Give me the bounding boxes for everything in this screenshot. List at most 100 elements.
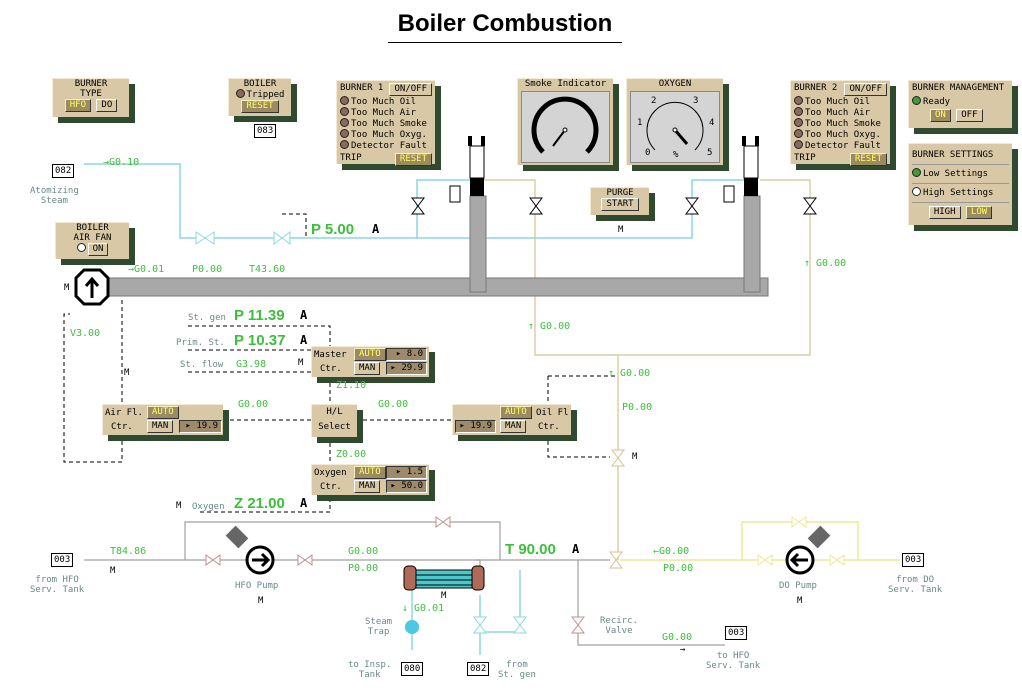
air-output[interactable]: ▸ 19.9: [179, 420, 222, 433]
alarm-led: [794, 129, 803, 138]
tick-3: 3: [693, 96, 699, 106]
alarm-led: [340, 118, 349, 127]
hfo-pressure: P0.00: [348, 563, 379, 574]
tag-082-atomizing[interactable]: 082: [52, 164, 75, 178]
hfo-button[interactable]: HFO: [64, 99, 91, 112]
oil-output[interactable]: ▸ 19.9: [455, 420, 496, 433]
purge-mode: M: [618, 225, 624, 235]
tick-4: 4: [709, 118, 715, 128]
alarm-led: [340, 96, 349, 105]
hfo-flow: G0.00: [348, 546, 379, 557]
prim-st-label: Prim. St.: [176, 338, 225, 348]
alarm-label: Too Much Oxyg.: [805, 130, 881, 140]
mgmt-off-button[interactable]: OFF: [956, 109, 983, 122]
burner-1-title: BURNER 1: [340, 83, 384, 93]
tag-080[interactable]: 080: [401, 662, 424, 676]
oxygen-output[interactable]: ▸ 50.0: [386, 480, 427, 493]
boiler-reset-button[interactable]: RESET: [241, 100, 279, 113]
insp-tank-label: to Insp.Tank: [348, 660, 391, 680]
air-fan-title-2: AIR FAN: [73, 233, 112, 243]
st-gen-src-1: from: [506, 660, 528, 670]
tag-082-st-gen[interactable]: 082: [467, 662, 490, 676]
do-button[interactable]: DO: [96, 99, 118, 112]
valves: [195, 197, 845, 634]
recirc-label-1: Recirc.: [600, 616, 638, 626]
low-button[interactable]: LOW: [965, 206, 993, 219]
hfo-src-2: Serv. Tank: [30, 585, 85, 595]
burner-2-onoff-button[interactable]: ON/OFF: [844, 83, 887, 96]
burner-1-panel: BURNER 1 ON/OFF Too Much Oil Too Much Ai…: [336, 80, 435, 166]
tag-003-recirc[interactable]: 003: [725, 626, 748, 640]
insp-label-1: to Insp.: [348, 660, 392, 670]
low-settings-label: Low Settings: [923, 169, 989, 179]
oxygen-man-button[interactable]: MAN: [354, 480, 381, 493]
tag-003-hfo-source[interactable]: 003: [51, 553, 74, 567]
burner-1-reset-button[interactable]: RESET: [394, 153, 432, 166]
oxygen-setpoint[interactable]: ▸ 1.5: [386, 466, 427, 479]
tripped-led: [235, 89, 245, 98]
oxygen-meas-mode: M: [176, 501, 182, 511]
burner-2-reset-button[interactable]: RESET: [849, 153, 887, 166]
oil-setpoint-signal: G0.00: [378, 399, 409, 410]
tag-083[interactable]: 083: [254, 124, 277, 138]
hl-select[interactable]: H/L Select: [311, 404, 357, 437]
oil-man-button[interactable]: MAN: [500, 420, 527, 433]
steam-mode: A: [372, 222, 380, 236]
high-button[interactable]: HIGH: [928, 206, 961, 219]
do-pump-label: DO Pump: [779, 581, 817, 591]
steam-pressure: P 5.00: [311, 221, 355, 238]
do-pump-mode: M: [797, 596, 803, 606]
purge-start-button[interactable]: START: [601, 198, 639, 211]
tick-0: 0: [645, 148, 651, 158]
mgmt-on-button[interactable]: ON: [930, 109, 951, 122]
hfo-src-1: from HFO: [35, 575, 79, 585]
air-auto-button[interactable]: AUTO: [147, 406, 179, 419]
air-flow: →G0.01: [128, 264, 165, 275]
hfo-mode: M: [110, 566, 116, 576]
oil-auto-button[interactable]: AUTO: [500, 406, 532, 419]
alarm-led: [794, 107, 803, 116]
purge-title: PURGE: [606, 188, 634, 198]
st-gen-mode: A: [300, 308, 308, 322]
st-gen-label: St. gen: [188, 313, 226, 323]
tripped-label: Tripped: [246, 90, 285, 100]
burner-type-title: BURNER: [74, 79, 108, 89]
st-gen-pressure: P 11.39: [234, 307, 285, 324]
oxygen-meas-label: Oxygen: [192, 502, 225, 512]
ready-label: Ready: [923, 97, 951, 107]
master-setpoint-value: 8.0: [406, 349, 423, 359]
oxygen-auto-button[interactable]: AUTO: [354, 466, 386, 479]
st-gen-src-2: St. gen: [498, 670, 536, 680]
air-duct: [105, 195, 769, 297]
master-controller: Master Ctr. AUTO MAN ▸ 8.0 ▸ 29.9: [311, 346, 429, 377]
main-oil-flow: ↑ G0.00: [608, 368, 651, 379]
burner-1-onoff-button[interactable]: ON/OFF: [389, 83, 432, 96]
recirc-dest-1: to HFO: [716, 651, 750, 661]
hfo-temp: T84.86: [110, 546, 147, 557]
alarm-label: Too Much Oil: [805, 97, 871, 107]
air-flow-controller: Air Fl. Ctr. AUTO MAN ▸ 19.9: [102, 404, 223, 435]
burner-management-panel: BURNER MANAGEMENT Ready ON OFF: [908, 80, 1012, 128]
burner-type-title-2: TYPE: [80, 89, 102, 99]
burner-2-title: BURNER 2: [794, 83, 838, 93]
master-output[interactable]: ▸ 29.9: [386, 362, 427, 375]
oil-output-value: 19.9: [470, 421, 492, 431]
air-fan-panel: BOILER AIR FAN ON: [55, 222, 129, 259]
recirc-valve-label: Recirc.Valve: [600, 616, 638, 636]
oxygen-out-signal: Z0.00: [336, 449, 367, 460]
air-fan-on-button[interactable]: ON: [87, 243, 109, 256]
oxygen-meas-amode: A: [300, 496, 308, 510]
atomizing-label-2: Steam: [40, 196, 68, 206]
burner-1-oil-flow: ↑ G0.00: [528, 321, 571, 332]
burner-type-panel: BURNER TYPE HFO DO: [52, 78, 129, 117]
master-setpoint[interactable]: ▸ 8.0: [386, 348, 427, 361]
master-auto-button[interactable]: AUTO: [354, 348, 386, 361]
damper-position: V3.00: [70, 328, 101, 339]
air-man-button[interactable]: MAN: [147, 420, 174, 433]
master-man-button[interactable]: MAN: [354, 362, 381, 375]
burner-2: [723, 136, 759, 203]
tag-003-do-source[interactable]: 003: [902, 553, 925, 567]
master-name-2: Ctr.: [320, 364, 342, 374]
